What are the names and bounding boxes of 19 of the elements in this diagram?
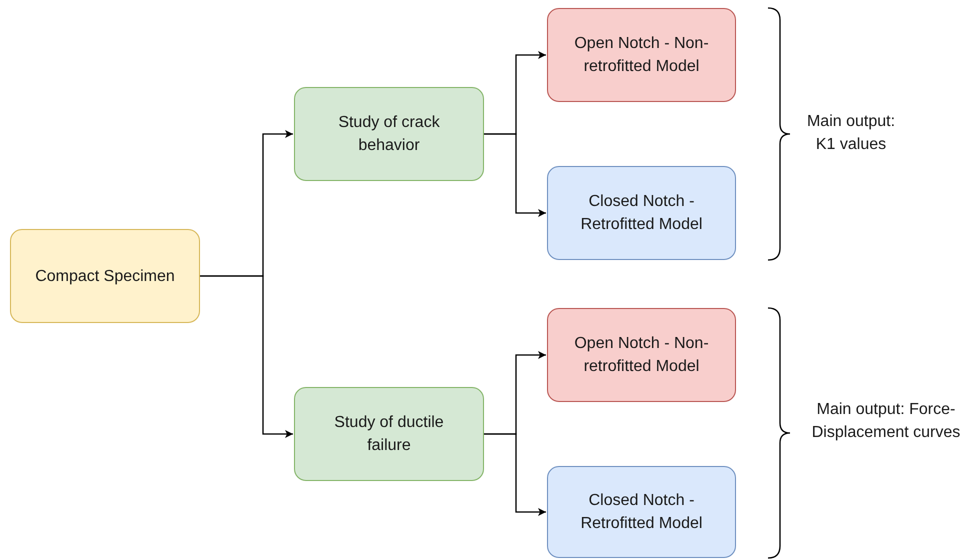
node-text: Study of crack behavior — [337, 113, 441, 156]
node-text: Open Notch - Non-retrofitted Model — [573, 34, 710, 77]
node-text: Closed Notch - Retrofitted Model — [580, 192, 704, 235]
output-note: Main output: K1 values — [806, 112, 896, 155]
model-box — [547, 466, 736, 558]
process-box — [294, 87, 484, 181]
start-box — [10, 229, 200, 323]
model-box — [547, 166, 736, 260]
arrow — [484, 433, 546, 516]
node-text: Open Notch - Non-retrofitted Model — [573, 334, 710, 377]
node-text: Study of ductile failure — [333, 413, 445, 456]
model-box — [547, 8, 736, 102]
node-text: Compact Specimen — [35, 266, 175, 286]
process-box — [294, 387, 484, 481]
model-box — [547, 308, 736, 402]
output-note: Main output: Force-Displacement curves — [810, 400, 962, 443]
arrow — [200, 275, 293, 438]
node-text: Closed Notch - Retrofitted Model — [580, 491, 704, 534]
arrow — [484, 133, 546, 217]
